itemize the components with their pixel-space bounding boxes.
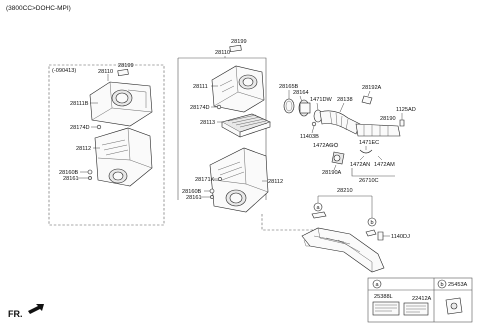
air-cleaner-body-left [94, 127, 153, 187]
label-28199-left: 28199 [118, 63, 134, 69]
bolt-1125AD [399, 119, 405, 127]
label-28112: 28112 [268, 179, 283, 185]
label-1471DW: 1471DW [310, 97, 332, 103]
callout-a-upper [313, 202, 323, 212]
legend-part-25453A: 25453A [448, 282, 468, 288]
direction-label: FR. [8, 309, 23, 319]
label-28192A: 28192A [362, 85, 382, 91]
variant-note: (-090413) [52, 68, 76, 74]
svg-text:b: b [371, 220, 374, 226]
label-28112-left: 28112 [76, 146, 91, 152]
clamp-1471EC [359, 149, 373, 154]
label-11403B: 11403B [300, 134, 319, 140]
label-26710C: 26710C [359, 178, 379, 184]
label-1140DJ: 1140DJ [391, 234, 410, 240]
front-arrow-icon [28, 304, 44, 314]
label-1472AN: 1472AN [350, 162, 370, 168]
clip-28199-left [117, 68, 129, 77]
legend-callout-b: b [441, 282, 444, 288]
variant-group-box [48, 64, 165, 226]
label-28199: 28199 [231, 39, 247, 45]
clip-25453A [445, 297, 463, 315]
label-28174D: 28174D [190, 105, 210, 111]
label-1471EC: 1471EC [359, 140, 379, 146]
label-28161: 28161 [186, 195, 202, 201]
resonator-28190A [331, 151, 345, 165]
main-group-bracket [177, 57, 267, 200]
label-28165B: 28165B [279, 84, 299, 90]
label-28164: 28164 [293, 90, 309, 96]
label-plate-25388L [372, 301, 400, 316]
duct-28190 [355, 123, 401, 137]
legend-box: a b 25453A 25388L 22412A [367, 277, 473, 323]
air-cleaner-cover-left [89, 81, 153, 127]
air-cleaner-cover [211, 65, 265, 113]
callout-b-upper [367, 217, 377, 227]
label-28160B-left: 28160B [59, 170, 79, 176]
intake-hose-28138 [319, 110, 361, 135]
legend-part-25388L: 25388L [374, 294, 393, 300]
label-28110-left: 28110 [98, 69, 113, 75]
label-28171K: 28171K [195, 177, 215, 183]
label-28210: 28210 [337, 188, 353, 194]
housing-to-resonator-leader [261, 214, 318, 231]
label-28161-left: 28161 [63, 176, 79, 182]
label-28113: 28113 [200, 120, 215, 126]
label-28160B: 28160B [182, 189, 202, 195]
legend-callout-a: a [376, 282, 380, 288]
label-28111: 28111 [193, 84, 208, 90]
legend-part-22412A: 22412A [412, 296, 432, 302]
svg-text:a: a [317, 205, 321, 211]
label-28110: 28110 [215, 50, 230, 56]
clip-28192A [361, 95, 373, 105]
clip-28199 [229, 44, 242, 53]
bolt-1140DJ [377, 231, 384, 241]
label-28190: 28190 [380, 116, 396, 122]
label-1125AD: 1125AD [396, 107, 416, 113]
air-duct-28210 [301, 227, 385, 273]
label-28138: 28138 [337, 97, 353, 103]
pad-a [311, 211, 327, 219]
air-cleaner-body [209, 147, 269, 213]
label-1472AM: 1472AM [374, 162, 395, 168]
label-28111B: 28111B [70, 101, 89, 107]
engine-spec-header: (3800CC>DOHC-MPI) [6, 5, 71, 12]
label-28190A: 28190A [322, 170, 342, 176]
air-filter-element [221, 113, 271, 138]
label-1472AG: 1472AG [313, 143, 334, 149]
label-28174D-left: 28174D [70, 125, 90, 131]
